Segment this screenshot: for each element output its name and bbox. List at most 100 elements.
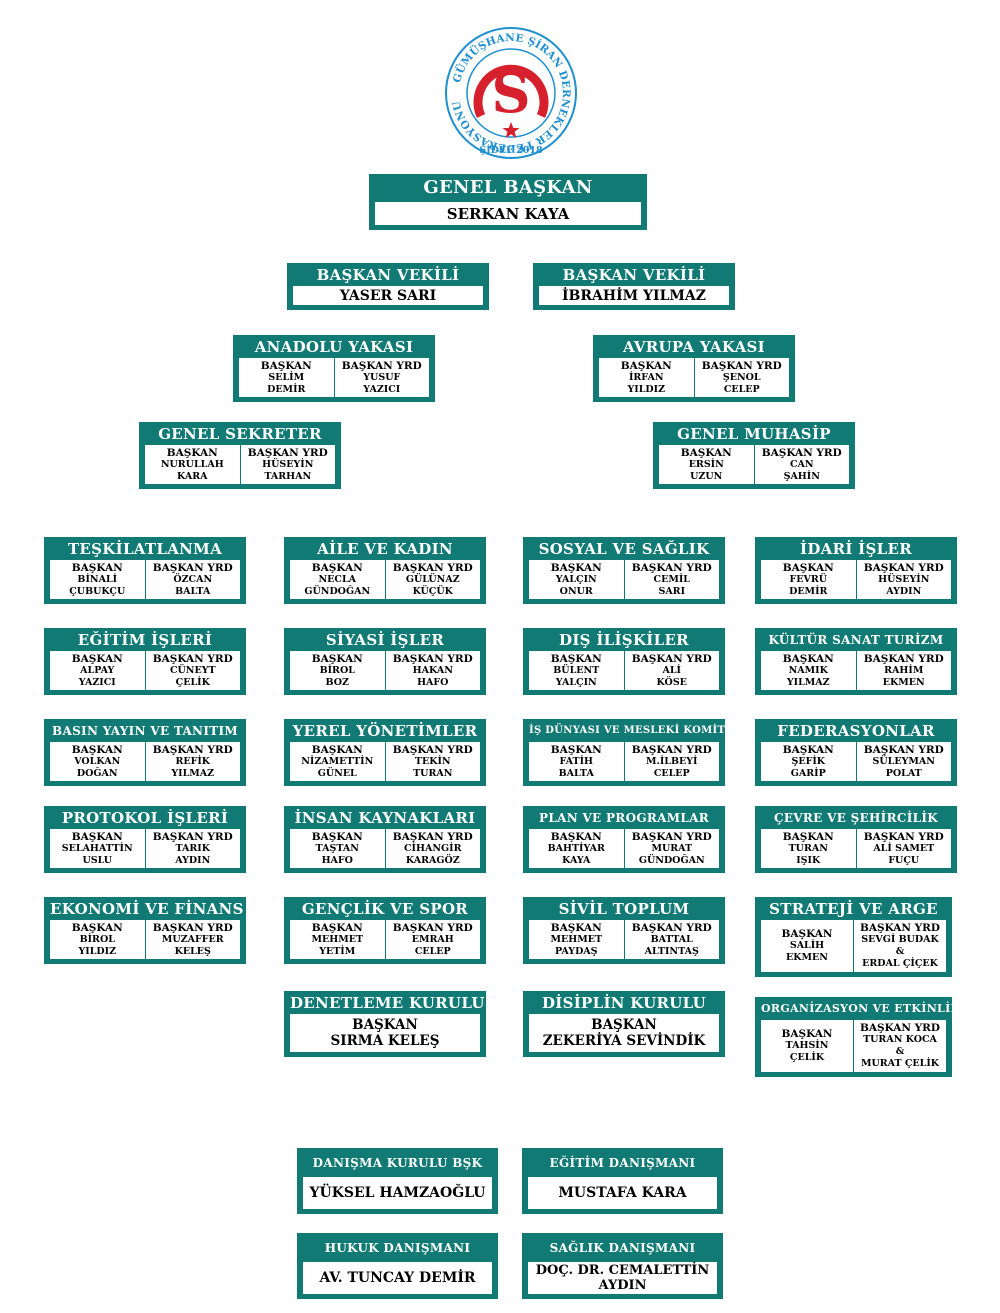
last-name: CELEP xyxy=(414,945,451,957)
person-name: YÜKSEL HAMZAOĞLU xyxy=(309,1185,486,1201)
last-name: PAYDAŞ xyxy=(554,945,598,957)
box-title: DENETLEME KURULU xyxy=(290,994,485,1012)
first-name: MURAT xyxy=(651,842,693,854)
last-name: YETİM xyxy=(319,945,356,957)
person-name-line-2: AYDIN xyxy=(598,1278,647,1293)
box-title: EĞİTİM DANIŞMANI xyxy=(549,1156,696,1170)
role-label: BAŞKAN YRD xyxy=(863,830,944,843)
role-label: BAŞKAN xyxy=(782,561,834,574)
first-name: HÜSEYİN xyxy=(262,458,314,470)
last-name: ÇUBUKÇU xyxy=(69,585,126,597)
first-name: TAŞTAN xyxy=(315,842,359,854)
first-name: BÜLENT xyxy=(553,664,600,676)
role-label: BAŞKAN YRD xyxy=(392,743,473,756)
last-name: BALTA xyxy=(558,767,594,779)
box-title: GENÇLİK VE SPOR xyxy=(301,900,469,918)
person-name: SIRMA KELEŞ xyxy=(330,1033,440,1049)
first-name: CEMİL xyxy=(653,573,690,585)
last-name: GÜNDOĞAN xyxy=(304,585,371,597)
box-title: ORGANİZASYON VE ETKİNLİK xyxy=(761,1002,961,1015)
first-name: MUZAFFER xyxy=(161,933,224,945)
role-label: BAŞKAN YRD xyxy=(341,359,422,372)
role-label: BAŞKAN xyxy=(781,928,833,940)
last-name: KAYA xyxy=(562,854,591,866)
person-name: AV. TUNCAY DEMİR xyxy=(319,1270,476,1286)
box-title: SOSYAL VE SAĞLIK xyxy=(538,540,710,558)
box-title: ANADOLU YAKASI xyxy=(254,338,414,356)
ampersand: & xyxy=(895,946,905,957)
box-title: DIŞ İLİŞKİLER xyxy=(559,631,689,649)
box-title: EĞİTİM İŞLERİ xyxy=(77,631,213,649)
last-name: HAFO xyxy=(417,676,449,688)
last-name: AYDIN xyxy=(175,854,211,866)
role-label: BAŞKAN xyxy=(781,1028,833,1040)
box-title: GENEL BAŞKAN xyxy=(423,177,593,198)
last-name: KARAGÖZ xyxy=(405,854,460,866)
last-name: FUÇU xyxy=(888,854,920,866)
last-name: ALTINTAŞ xyxy=(644,945,699,957)
assistant-1: TURAN KOCA xyxy=(863,1034,937,1045)
role-label: BAŞKAN xyxy=(550,743,602,756)
person-name: İBRAHİM YILMAZ xyxy=(562,287,706,304)
box-title: BAŞKAN VEKİLİ xyxy=(562,266,706,284)
first-name: CAN xyxy=(789,458,814,470)
box-title: STRATEJİ VE ARGE xyxy=(769,900,938,918)
role-label: BAŞKAN xyxy=(311,561,363,574)
role-label: BAŞKAN YRD xyxy=(859,1022,941,1034)
role-label: BAŞKAN YRD xyxy=(392,921,473,934)
last-name: HAFO xyxy=(321,854,353,866)
last-name: IŞIK xyxy=(796,854,821,866)
role-label: BAŞKAN YRD xyxy=(631,743,712,756)
box-title: SAĞLIK DANIŞMANI xyxy=(549,1241,696,1255)
role-label: BAŞKAN xyxy=(71,921,123,934)
role-label: BAŞKAN xyxy=(782,830,834,843)
person-name: ZEKERİYA SEVİNDİK xyxy=(542,1033,706,1049)
ampersand: & xyxy=(895,1046,905,1057)
role-label: BAŞKAN YRD xyxy=(863,652,944,665)
last-name: ONUR xyxy=(559,585,593,597)
last-name: GÜNDOĞAN xyxy=(638,854,705,866)
box-title: YEREL YÖNETİMLER xyxy=(292,722,478,740)
first-name: HAKAN xyxy=(412,664,453,676)
last-name: YAZICI xyxy=(78,676,116,688)
role-label: BAŞKAN YRD xyxy=(631,921,712,934)
last-name: DOĞAN xyxy=(76,767,118,779)
last-name: CELEP xyxy=(653,767,690,779)
box-title: SİVİL TOPLUM xyxy=(558,900,690,918)
last-name: SARI xyxy=(658,585,686,597)
last-name: ÇELİK xyxy=(175,676,210,688)
first-name: MEHMET xyxy=(550,933,603,945)
